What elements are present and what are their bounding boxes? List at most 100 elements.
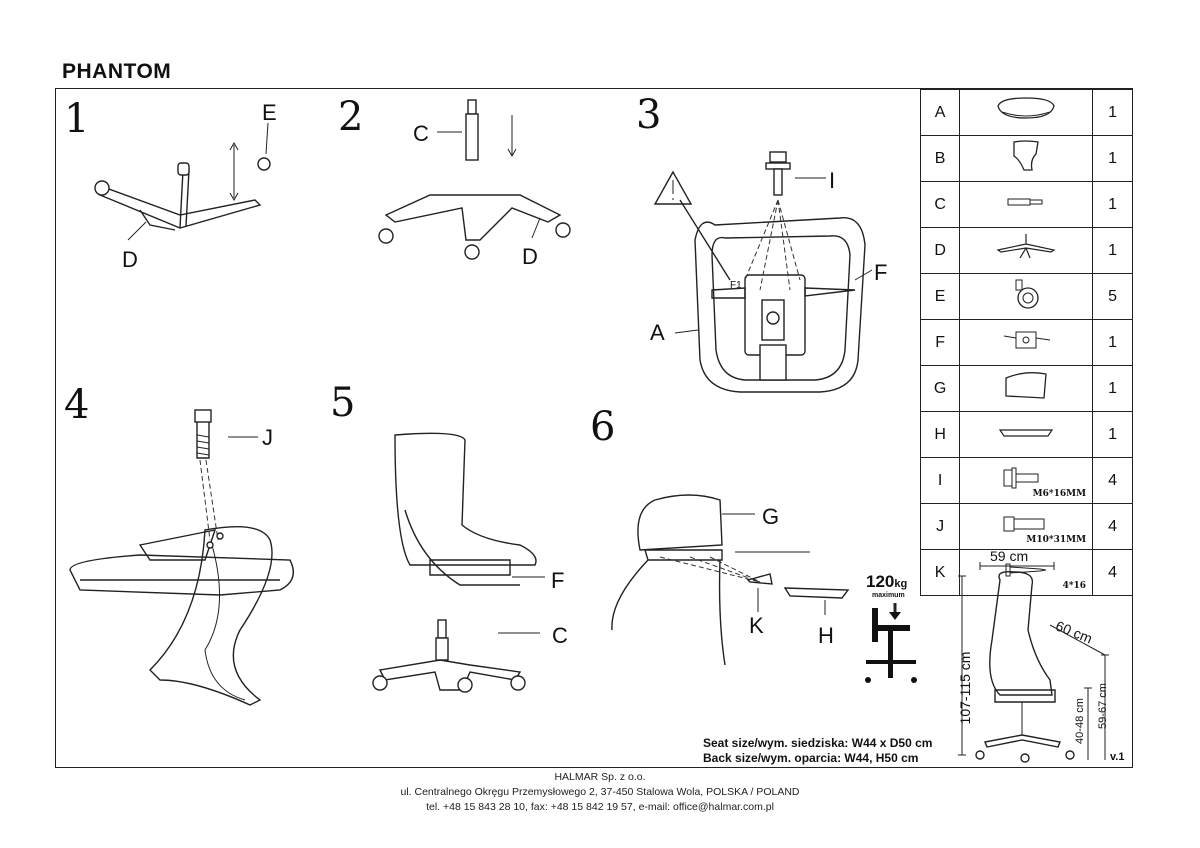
- dim-width: 59 cm: [990, 548, 1029, 564]
- label-j: J: [262, 425, 273, 450]
- dim-height: 107-115 cm: [957, 651, 973, 725]
- bolt-washer-icon: [1003, 467, 1039, 489]
- label-i: I: [829, 168, 836, 193]
- part-quantity: 1: [1092, 181, 1133, 228]
- star-base-icon: [996, 234, 1056, 259]
- step3-seat-drawing: [653, 151, 873, 393]
- dim-arm-height: 59-67 cm: [1097, 683, 1109, 729]
- part-image: [959, 319, 1094, 366]
- part-image: [959, 411, 1094, 458]
- part-image: M6*16MM: [959, 457, 1094, 504]
- part-letter: J: [919, 503, 961, 550]
- caster-icon: [1015, 279, 1039, 309]
- parts-row: K 4*16 4: [919, 549, 1133, 596]
- part-image: [959, 89, 1094, 136]
- footer-company: HALMAR Sp. z o.o.: [554, 771, 646, 783]
- part-image: [959, 273, 1094, 320]
- part-letter: G: [919, 365, 961, 412]
- bolt-icon: [1003, 516, 1045, 532]
- step2-base-drawing: [378, 99, 571, 260]
- company-footer: HALMAR Sp. z o.o. ul. Centralnego Okręgu…: [0, 770, 1200, 815]
- part-letter: B: [919, 135, 961, 182]
- label-k: K: [749, 613, 764, 638]
- step5-drawing: [372, 432, 545, 693]
- step-number-6: 6: [590, 404, 616, 450]
- seat-shell-icon: [997, 97, 1055, 119]
- assembly-illustrations: [69, 99, 917, 706]
- part-quantity: 1: [1092, 319, 1133, 366]
- part-letter: C: [919, 181, 961, 228]
- part-letter: E: [919, 273, 961, 320]
- version-label: v.1: [1110, 751, 1125, 763]
- max-load-value: 120: [866, 572, 895, 591]
- max-load-unit: kg: [894, 578, 908, 590]
- max-load-caption: maximum: [872, 592, 905, 599]
- part-quantity: 4: [1092, 549, 1133, 596]
- part-quantity: 4: [1092, 457, 1133, 504]
- step1-base-drawing: [94, 122, 271, 241]
- step-number-3: 3: [636, 92, 662, 138]
- footer-contact: tel. +48 15 843 28 10, fax: +48 15 842 1…: [426, 801, 774, 813]
- label-e: E: [262, 100, 277, 125]
- part-image: 4*16: [959, 549, 1094, 596]
- part-quantity: 5: [1092, 273, 1133, 320]
- part-spec: 4*16: [1062, 581, 1087, 591]
- label-c-step5: C: [552, 623, 568, 648]
- parts-row: I M6*16MM 4: [919, 457, 1133, 504]
- part-letter: D: [919, 227, 961, 274]
- label-f-step5: F: [551, 568, 565, 593]
- gas-lift-icon: [1007, 198, 1043, 206]
- max-load: 120kg: [866, 572, 907, 592]
- part-quantity: 1: [1092, 89, 1133, 136]
- back-size: Back size/wym. oparcia: W44, H50 cm: [703, 751, 919, 765]
- step4-drawing: [69, 409, 294, 706]
- label-h: H: [818, 623, 834, 648]
- instruction-frame: [55, 88, 1133, 768]
- part-image: [959, 365, 1094, 412]
- footer-address: ul. Centralnego Okręgu Przemysłowego 2, …: [400, 786, 800, 798]
- part-spec: M6*16MM: [1032, 489, 1087, 499]
- part-quantity: 1: [1092, 411, 1133, 458]
- step-number-1: 1: [64, 96, 90, 142]
- parts-row: J M10*31MM 4: [919, 503, 1133, 550]
- label-c-step2: C: [413, 121, 429, 146]
- label-d-step2: D: [522, 244, 538, 269]
- part-image: [959, 227, 1094, 274]
- part-spec: M10*31MM: [1026, 535, 1087, 545]
- part-quantity: 1: [1092, 365, 1133, 412]
- part-letter: A: [919, 89, 961, 136]
- label-a: A: [650, 320, 665, 345]
- part-image: M10*31MM: [959, 503, 1094, 550]
- document-title: PHANTOM: [62, 60, 172, 83]
- seat-size: Seat size/wym. siedziska: W44 x D50 cm: [703, 736, 933, 750]
- part-letter: I: [919, 457, 961, 504]
- part-quantity: 4: [1092, 503, 1133, 550]
- label-d-step1: D: [122, 247, 138, 272]
- part-quantity: 1: [1092, 135, 1133, 182]
- part-quantity: 1: [1092, 227, 1133, 274]
- label-g: G: [762, 504, 780, 529]
- label-f1: F1: [730, 280, 742, 291]
- part-image: [959, 135, 1094, 182]
- step6-drawing: [611, 494, 917, 683]
- dimension-drawing: [958, 562, 1109, 763]
- part-letter: H: [919, 411, 961, 458]
- label-f-step3: F: [874, 260, 888, 285]
- step-number-5: 5: [330, 380, 356, 426]
- part-letter: K: [919, 549, 961, 596]
- headrest-icon: [1005, 372, 1047, 399]
- step-number-4: 4: [64, 382, 90, 428]
- mechanism-icon: [1004, 331, 1051, 349]
- dim-seat-height: 40-48 cm: [1074, 698, 1086, 744]
- step-number-2: 2: [338, 94, 364, 140]
- cover-strip-icon: [999, 429, 1054, 437]
